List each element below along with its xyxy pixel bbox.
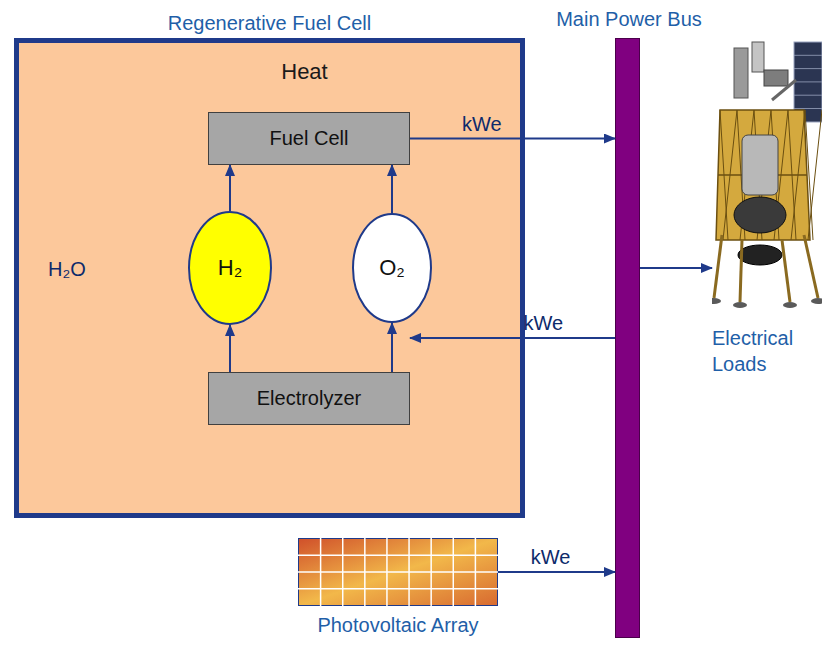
connector-arrow: [391, 165, 393, 213]
group-heading: Regenerative Fuel Cell: [19, 9, 520, 37]
tank-ellipse: O₂: [352, 213, 432, 323]
array-label: Photovoltaic Array: [298, 614, 498, 637]
connector-arrow: [640, 267, 712, 269]
connector-arrow: [498, 571, 615, 573]
tank-ellipse: H₂: [188, 211, 272, 325]
process-box: Fuel Cell: [208, 112, 410, 165]
connector-arrow: [391, 323, 393, 372]
flow-label: H₂O: [48, 258, 86, 280]
connector-arrow: [229, 325, 231, 372]
label-holder: kWe: [523, 312, 563, 335]
solar-array: Photovoltaic Array: [298, 538, 498, 606]
box-label: Electrolyzer: [257, 387, 361, 410]
connector-arrow: [410, 138, 615, 140]
lander-illustration: [712, 40, 822, 320]
connector-arrow: [229, 165, 231, 211]
edge-label: kWe: [462, 113, 502, 135]
power-bus: Main Power Bus: [615, 38, 640, 638]
tank-label: H₂: [218, 255, 242, 281]
tank-label: O₂: [379, 255, 405, 281]
box-label: Fuel Cell: [270, 127, 349, 150]
edge-label: kWe: [531, 546, 571, 568]
system-box: Regenerative Fuel CellHeatFuel CellH₂O₂E…: [14, 38, 525, 518]
group-note: Heat: [89, 59, 520, 85]
load-node: Electrical Loads: [712, 40, 822, 400]
label-holder: H₂O: [48, 258, 86, 281]
label-holder: kWe: [531, 546, 571, 569]
bus-heading: Main Power Bus: [544, 5, 714, 33]
edge-label: kWe: [523, 312, 563, 334]
label-holder: kWe: [462, 113, 502, 136]
connector-arrow: [410, 337, 615, 339]
load-label: Electrical Loads: [712, 325, 817, 377]
process-box: Electrolyzer: [208, 372, 410, 425]
solar-cell-grid: [298, 538, 498, 606]
